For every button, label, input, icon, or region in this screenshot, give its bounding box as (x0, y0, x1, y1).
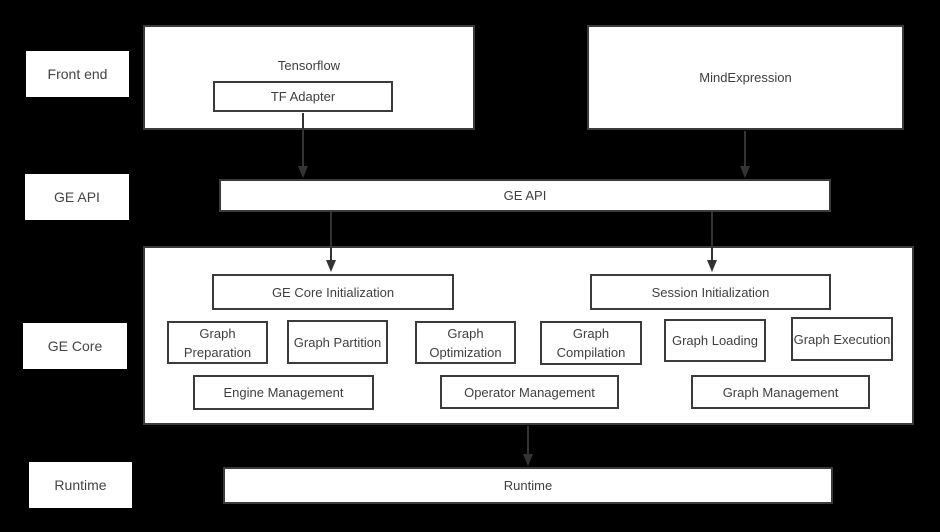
operator-management-box: Operator Management (440, 375, 619, 409)
tf-adapter-label: TF Adapter (270, 89, 336, 104)
ge-core-initialization-label: GE Core Initialization (271, 284, 395, 300)
arrow-line (527, 426, 529, 456)
arrow-head-icon (707, 260, 717, 272)
ge-core-initialization-box: GE Core Initialization (212, 274, 454, 310)
graph-partition-box: Graph Partition (287, 320, 388, 364)
arrow-ge-core-to-runtime (521, 426, 535, 466)
ge-api-bar-label: GE API (503, 188, 547, 203)
graph-management-box: Graph Management (691, 375, 870, 409)
operator-management-label: Operator Management (464, 384, 595, 400)
graph-compilation-box: Graph Compilation (540, 321, 642, 365)
runtime-bar: Runtime (223, 467, 833, 504)
arrow-line (711, 212, 713, 262)
engine-management-box: Engine Management (193, 375, 374, 410)
graph-execution-box: Graph Execution (791, 317, 893, 361)
arrow-head-icon (523, 454, 533, 466)
arrow-head-icon (298, 166, 308, 178)
runtime-bar-label: Runtime (503, 478, 553, 493)
layer-label-runtime: Runtime (29, 462, 132, 508)
engine-management-label: Engine Management (223, 385, 344, 400)
ge-core-box: GE Core Initialization Session Initializ… (143, 246, 914, 425)
graph-preparation-box: Graph Preparation (167, 321, 268, 364)
mind-expression-label: MindExpression (699, 70, 792, 85)
graph-preparation-label: Graph Preparation (183, 325, 252, 360)
graph-partition-label: Graph Partition (293, 334, 382, 350)
layer-label-ge-core: GE Core (23, 323, 127, 369)
arrow-tf-adapter-to-ge-api (296, 113, 310, 178)
layer-label-front-end: Front end (26, 51, 129, 97)
session-initialization-box: Session Initialization (590, 274, 831, 310)
arrow-mind-expression-to-ge-api (738, 131, 752, 178)
mind-expression-box: MindExpression (587, 25, 904, 130)
graph-management-label: Graph Management (722, 384, 839, 400)
graph-loading-label: Graph Loading (671, 333, 758, 348)
tensorflow-box: Tensorflow TF Adapter (143, 25, 475, 130)
tensorflow-label: Tensorflow (277, 58, 341, 73)
layer-label-ge-api: GE API (25, 174, 129, 220)
arrow-line (330, 212, 332, 262)
graph-optimization-box: Graph Optimization (415, 321, 516, 364)
arrow-ge-api-to-session-initialization (705, 212, 719, 272)
graph-compilation-label: Graph Compilation (556, 326, 626, 360)
arrow-line (302, 113, 304, 168)
session-initialization-label: Session Initialization (651, 284, 770, 300)
arrow-head-icon (740, 166, 750, 178)
graph-optimization-label: Graph Optimization (429, 325, 502, 360)
graph-loading-box: Graph Loading (664, 319, 766, 362)
arrow-line (744, 131, 746, 168)
ge-api-bar: GE API (219, 179, 831, 212)
arrow-ge-api-to-ge-core-initialization (324, 212, 338, 272)
arrow-head-icon (326, 260, 336, 272)
graph-execution-label: Graph Execution (793, 331, 891, 347)
tf-adapter-box: TF Adapter (213, 81, 393, 112)
